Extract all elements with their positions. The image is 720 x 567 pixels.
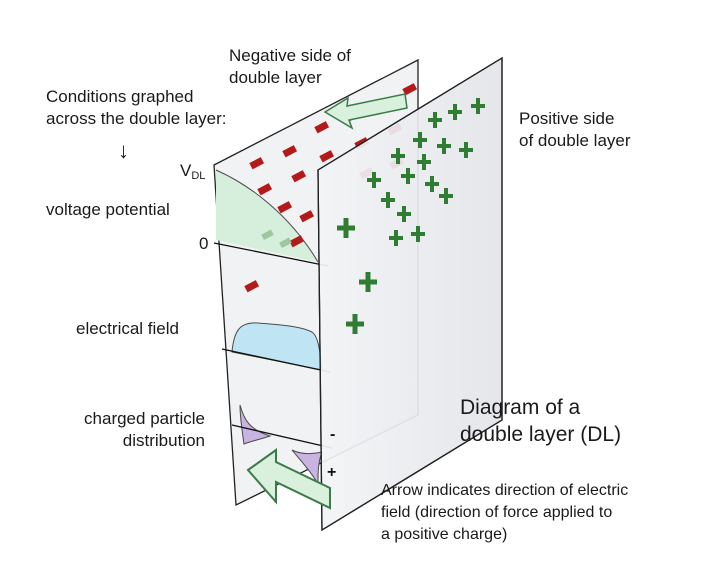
negative-charge [314,121,330,134]
positive-charge [367,172,381,188]
negative-charge [277,201,293,214]
plus-sign: + [327,464,337,481]
positive-charge [413,132,427,148]
positive-charge [359,272,377,292]
positive-charge [391,148,405,164]
field-baseline [221,348,331,373]
negative-charge [289,235,305,248]
electrical-field-label: electrical field [76,319,179,338]
down-arrow-icon: ↓ [118,138,129,163]
positive-charge [401,168,415,184]
negative-charge [402,83,418,96]
positive-charge [417,154,431,170]
voltage-potential-label: voltage potential [46,200,170,219]
positive-charge [346,314,364,334]
negative-charge [244,280,260,293]
negative-charge [282,145,298,158]
minus-sign: - [330,426,336,443]
positive-charge [459,142,473,158]
zero-line [213,242,329,267]
positive-charge [471,98,485,114]
diagram-title: Diagram of a double layer (DL) [460,396,622,446]
positive-charge [411,226,425,242]
negative-charge [299,210,315,223]
positive-charges [337,98,485,334]
bottom-field-arrow [246,448,331,510]
negative-particle-distribution [239,404,272,445]
vdl-label: VDL [180,161,206,182]
negative-charge [319,150,335,163]
particle-baseline [231,424,333,449]
conditions-label: Conditions graphed across the double lay… [46,87,227,128]
voltage-potential-curve [216,170,318,262]
positive-charge [389,230,403,246]
zero-label: 0 [199,234,209,253]
positive-charge [437,138,451,154]
positive-charge [425,176,439,192]
positive-charge [448,104,462,120]
faint-charges [261,229,292,248]
positive-particle-distribution [291,449,323,486]
positive-charge [397,206,411,222]
positive-side-label: Positive side of double layer [519,109,631,150]
negative-charge [249,157,265,170]
negative-side-label: Negative side of double layer [229,46,351,87]
negative-charge [257,183,273,196]
charged-particle-label: charged particle distribution [84,409,205,450]
positive-charge [439,188,453,204]
negative-charge [291,170,307,183]
positive-charge [428,112,442,128]
positive-charge [381,192,395,208]
positive-charge [337,218,355,238]
arrow-note: Arrow indicates direction of electric fi… [381,482,629,543]
top-field-arrow [323,93,408,130]
